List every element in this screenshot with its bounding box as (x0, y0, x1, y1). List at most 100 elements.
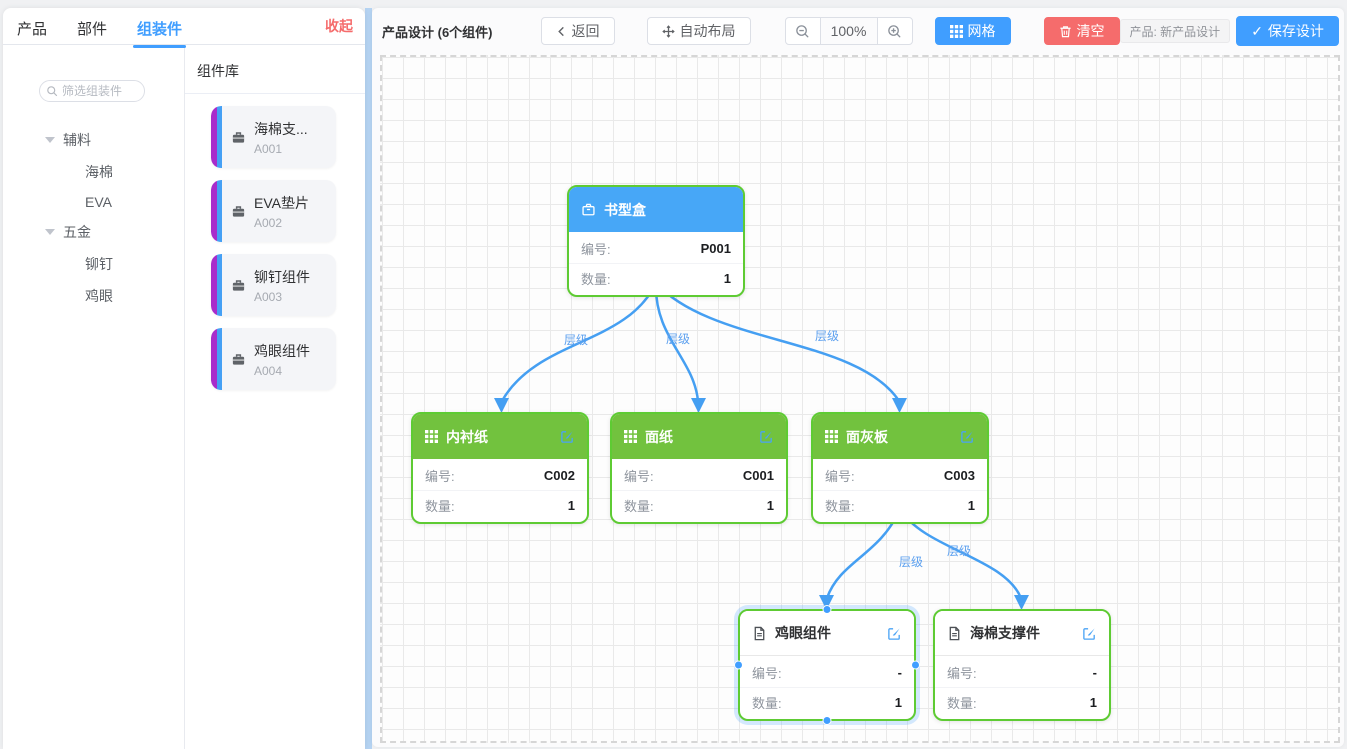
connection-port-top[interactable] (822, 605, 832, 614)
arrowhead (1014, 595, 1029, 610)
code-value: C003 (943, 468, 975, 483)
zoom-out-icon (796, 24, 809, 37)
node-qty-row: 数量: 1 (612, 491, 786, 520)
clear-canvas-button[interactable]: 清空 (1043, 17, 1120, 45)
zoom-in-button[interactable] (876, 17, 913, 45)
search-input[interactable] (62, 84, 136, 98)
card-ribbon (211, 180, 222, 242)
code-label: 编号: (581, 242, 611, 257)
briefcase-icon (232, 353, 245, 365)
grid-icon (949, 24, 963, 38)
grid-toggle-button[interactable]: 网格 (934, 17, 1011, 45)
node-code-row: 编号: - (740, 658, 914, 688)
chevron-left-icon (557, 26, 564, 36)
node-qty-row: 数量: 1 (935, 688, 1109, 717)
code-value: - (897, 665, 902, 680)
arrowhead (892, 398, 907, 413)
code-label: 编号: (624, 469, 654, 484)
flow-node-grey-board[interactable]: 面灰板 编号: C003 数量: 1 (811, 412, 989, 524)
library-card-a001[interactable]: 海棉支... A001 (211, 106, 336, 168)
grid-icon (624, 430, 637, 443)
code-value: P001 (700, 241, 731, 256)
auto-layout-label: 自动布局 (679, 23, 736, 39)
node-code-row: 编号: C001 (612, 461, 786, 491)
edit-node-icon[interactable] (960, 429, 975, 444)
card-ribbon (211, 254, 222, 316)
flow-node-eyelet-assembly[interactable]: 鸡眼组件 编号: - 数量: 1 (734, 605, 920, 725)
node-title: 书型盒 (604, 201, 646, 218)
qty-value: 1 (766, 498, 774, 513)
collapse-sidebar-link[interactable]: 收起 (325, 18, 353, 34)
zoom-out-button[interactable] (784, 17, 821, 45)
code-label: 编号: (425, 469, 455, 484)
design-canvas[interactable]: 层级 层级 层级 层级 层级 书型盒 编号: P001 (380, 55, 1340, 743)
node-code-row: 编号: P001 (569, 234, 743, 264)
tree-node-label: 五金 (63, 224, 91, 240)
search-icon (47, 86, 58, 97)
connection-port-left[interactable] (734, 660, 743, 670)
tree-leaf-eyelet[interactable]: 鸡眼 (85, 288, 113, 304)
connection-port-bottom[interactable] (822, 716, 832, 725)
code-value: C002 (543, 468, 575, 483)
back-button[interactable]: 返回 (540, 17, 615, 45)
card-name: EVA垫片 (254, 194, 309, 211)
card-name: 海棉支... (254, 120, 308, 137)
search-input-wrap (39, 80, 145, 102)
card-name: 鸡眼组件 (254, 342, 310, 359)
edit-node-icon[interactable] (1082, 626, 1097, 641)
library-card-a003[interactable]: 铆钉组件 A003 (211, 254, 336, 316)
tab-products[interactable]: 产品 (17, 21, 48, 38)
edit-node-icon[interactable] (759, 429, 774, 444)
tree-node-auxiliary[interactable]: 辅料 (3, 124, 184, 156)
card-code: A002 (254, 215, 283, 230)
flow-node-sponge-support[interactable]: 海棉支撑件 编号: - 数量: 1 (933, 609, 1111, 721)
briefcase-icon (232, 279, 245, 291)
auto-layout-button[interactable]: 自动布局 (646, 17, 751, 45)
qty-label: 数量: (947, 696, 977, 711)
category-tree-panel: 辅料 海棉 EVA 五金 铆钉 鸡眼 (3, 45, 185, 749)
category-tree: 辅料 海棉 EVA 五金 铆钉 鸡眼 (3, 124, 184, 312)
save-design-button[interactable]: ✓保存设计 (1236, 16, 1339, 46)
grid-icon (425, 430, 438, 443)
edit-node-icon[interactable] (560, 429, 575, 444)
tree-leaf-sponge[interactable]: 海棉 (85, 164, 113, 180)
tab-parts[interactable]: 部件 (77, 21, 108, 38)
zoom-controls: 100% (784, 17, 913, 45)
caret-down-icon (45, 229, 55, 235)
flow-node-product-box[interactable]: 书型盒 编号: P001 数量: 1 (567, 185, 745, 297)
edge-label: 层级 (946, 544, 972, 558)
document-icon (754, 626, 765, 640)
qty-value: 1 (894, 695, 902, 710)
card-ribbon (211, 106, 222, 168)
tree-leaf-rivet[interactable]: 铆钉 (85, 256, 113, 272)
qty-label: 数量: (425, 499, 455, 514)
edge-to-grey-board (654, 281, 901, 403)
edit-node-icon[interactable] (887, 626, 902, 641)
node-title: 面纸 (645, 428, 673, 445)
sidebar-tabbar: 产品 部件 组装件 收起 (3, 8, 365, 48)
library-card-a002[interactable]: EVA垫片 A002 (211, 180, 336, 242)
qty-label: 数量: (581, 272, 611, 287)
node-qty-row: 数量: 1 (740, 688, 914, 717)
arrowhead (494, 398, 509, 413)
node-code-row: 编号: - (935, 658, 1109, 688)
briefcase-icon (232, 131, 245, 143)
node-code-row: 编号: C003 (813, 461, 987, 491)
code-label: 编号: (825, 469, 855, 484)
flow-node-face-paper[interactable]: 面纸 编号: C001 数量: 1 (610, 412, 788, 524)
library-card-a004[interactable]: 鸡眼组件 A004 (211, 328, 336, 390)
tab-assemblies[interactable]: 组装件 (133, 18, 187, 48)
tree-leaf-eva[interactable]: EVA (85, 194, 112, 210)
qty-label: 数量: (752, 696, 782, 711)
caret-down-icon (45, 137, 55, 143)
connection-port-right[interactable] (911, 660, 920, 670)
qty-value: 1 (1089, 695, 1097, 710)
panel-resize-divider[interactable] (365, 8, 372, 749)
flow-node-inner-liner[interactable]: 内衬纸 编号: C002 数量: 1 (411, 412, 589, 524)
package-icon (582, 203, 595, 216)
tree-node-hardware[interactable]: 五金 (3, 216, 184, 248)
edge-label: 层级 (563, 333, 589, 347)
edge-label: 层级 (665, 332, 691, 346)
current-product-tag: 产品: 新产品设计 (1119, 19, 1231, 43)
